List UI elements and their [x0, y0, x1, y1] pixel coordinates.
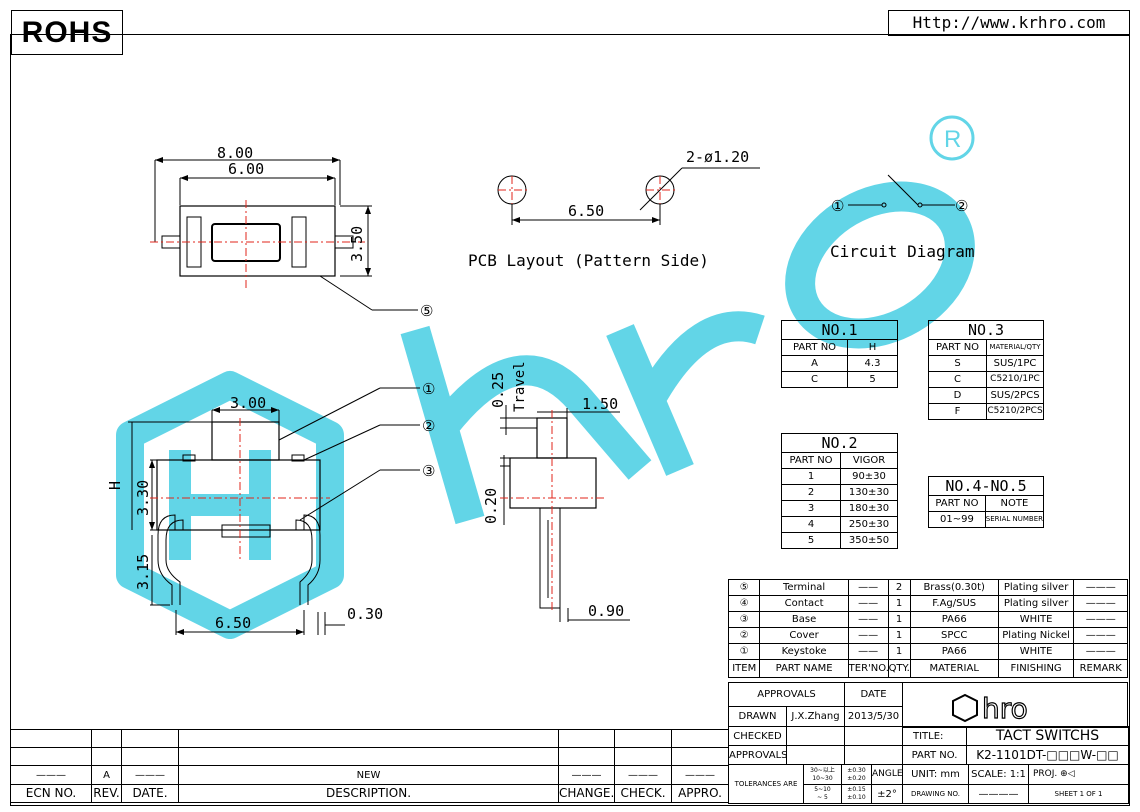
circuit-diagram-label: Circuit Diagram — [830, 242, 975, 261]
dim-side-025: 0.25 — [489, 372, 507, 408]
rohs-badge: ROHS — [11, 10, 123, 55]
dim-front-650: 6.50 — [215, 614, 251, 632]
dim-side-090: 0.90 — [588, 602, 624, 620]
dim-pcb-pitch: 6.50 — [568, 202, 604, 220]
title-logo-cell: hro — [902, 682, 1128, 728]
callout-3: ③ — [422, 462, 435, 480]
callout-1: ① — [422, 380, 435, 398]
top-view-body — [179, 205, 336, 277]
dim-front-h: H — [106, 481, 124, 490]
dim-front-030: 0.30 — [347, 605, 383, 623]
callout-5-top: ⑤ — [420, 302, 433, 320]
callout-2: ② — [422, 417, 435, 435]
dim-top-width-8: 8.00 — [217, 144, 253, 162]
drawing-frame — [10, 34, 1130, 806]
dim-front-3: 3.00 — [230, 394, 266, 412]
dim-side-travel: Travel — [512, 361, 528, 412]
svg-text:hro: hro — [982, 692, 1028, 725]
dim-front-315: 3.15 — [134, 554, 152, 590]
dim-hole: 2-ø1.20 — [686, 148, 749, 166]
pcb-layout-label: PCB Layout (Pattern Side) — [468, 251, 709, 270]
svg-text:①: ① — [831, 197, 844, 215]
revision-block: ———A———NEW————————— ECN NO.REV.DATE.DESC… — [10, 729, 729, 804]
svg-text:R: R — [944, 126, 961, 153]
hro-logo: hro — [952, 691, 1028, 726]
projection-symbol: ⊕◁ — [1060, 769, 1075, 779]
dim-side-020: 0.20 — [482, 488, 500, 524]
dim-side-150: 1.50 — [582, 395, 618, 413]
svg-text:②: ② — [955, 197, 968, 215]
dim-top-width-6: 6.00 — [228, 160, 264, 178]
dim-front-330: 3.30 — [134, 480, 152, 516]
dim-top-height: 3.50 — [348, 226, 366, 262]
website-url: Http://www.krhro.com — [888, 10, 1130, 36]
